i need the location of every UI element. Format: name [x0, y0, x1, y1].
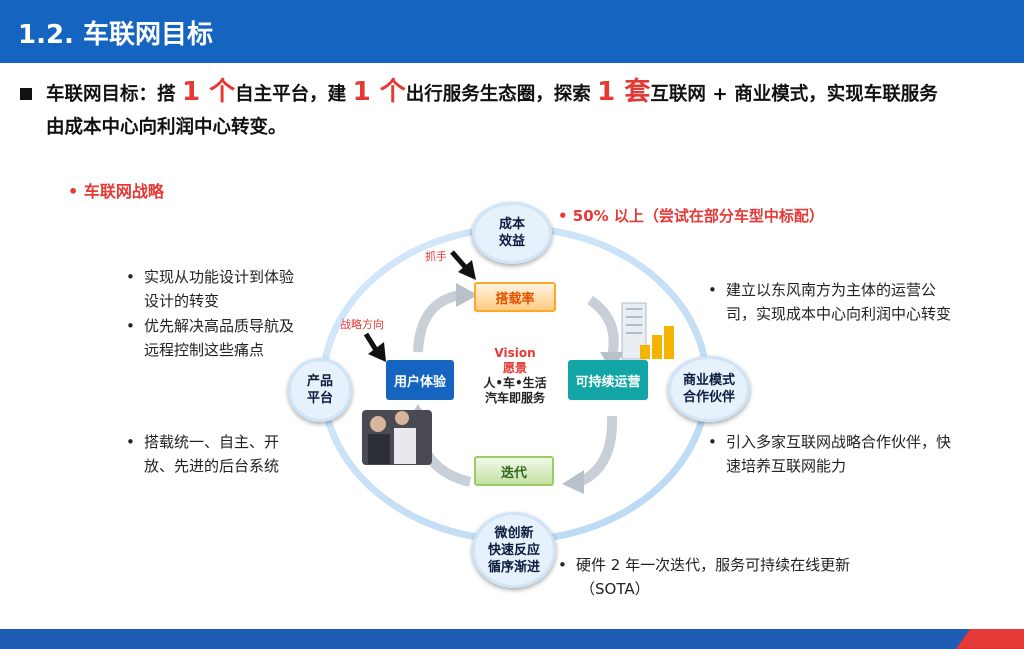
right-note-2-text: 引入多家互联网战略合作伙伴，快速培养互联网能力 — [708, 430, 958, 478]
left-note-1: •实现从功能设计到体验设计的转变 — [126, 265, 306, 313]
bullet-dot: • — [558, 553, 567, 577]
box-sustainable-operation: 可持续运营 — [568, 360, 648, 400]
arrow-top-right — [590, 300, 614, 356]
bullet-dot: • — [126, 265, 135, 289]
left-note-2-text: 优先解决高品质导航及远程控制这些痛点 — [126, 314, 306, 362]
arrow-bottom-right — [580, 416, 612, 482]
bullet-dot: • — [708, 278, 717, 302]
grab-pointer-line — [452, 252, 466, 268]
label-strategy-direction: 战略方向 — [340, 316, 384, 332]
bullet-dot: • — [126, 314, 135, 338]
vision-line-1: 人•车•生活 — [470, 376, 560, 391]
right-note-1-text: 建立以东风南方为主体的运营公司，实现成本中心向利润中心转变 — [708, 278, 958, 326]
arrow-bottom-right-head — [562, 470, 584, 494]
bubble-product-platform: 产品 平台 — [288, 358, 352, 422]
strategy-pointer-line — [366, 334, 376, 350]
left-note-3-text: 搭载统一、自主、开放、先进的后台系统 — [126, 430, 306, 478]
bottom-note-line-2: （SOTA） — [558, 577, 898, 601]
left-note-3: •搭载统一、自主、开放、先进的后台系统 — [126, 430, 306, 478]
bubble-business-partner: 商业模式 合作伙伴 — [668, 356, 750, 422]
left-note-2: •优先解决高品质导航及远程控制这些痛点 — [126, 314, 306, 362]
bullet-dot: • — [126, 430, 135, 454]
bottom-note: •硬件 2 年一次迭代，服务可持续在线更新（SOTA） — [558, 553, 898, 601]
vision-en: Vision — [470, 346, 560, 361]
left-note-1-text: 实现从功能设计到体验设计的转变 — [126, 265, 306, 313]
bottom-note-line-1: 硬件 2 年一次迭代，服务可持续在线更新 — [558, 553, 898, 577]
vision-center: Vision 愿景 人•车•生活 汽车即服务 — [470, 346, 560, 406]
right-note-2: •引入多家互联网战略合作伙伴，快速培养互联网能力 — [708, 430, 958, 478]
vision-line-2: 汽车即服务 — [470, 391, 560, 406]
bullet-dot: • — [708, 430, 717, 454]
bubble-cost-benefit: 成本 效益 — [472, 202, 552, 264]
box-user-experience: 用户体验 — [386, 360, 454, 400]
box-penetration-rate: 搭载率 — [474, 282, 556, 312]
footer-bar — [0, 629, 1024, 649]
label-grab: 抓手 — [425, 248, 447, 264]
vision-cn: 愿景 — [470, 361, 560, 376]
arrow-top-left — [418, 295, 460, 352]
coins-illustration — [640, 345, 650, 359]
bubble-micro-innovation: 微创新 快速反应 循序渐进 — [472, 512, 556, 588]
right-note-1: •建立以东风南方为主体的运营公司，实现成本中心向利润中心转变 — [708, 278, 958, 326]
box-iteration: 迭代 — [474, 456, 554, 486]
